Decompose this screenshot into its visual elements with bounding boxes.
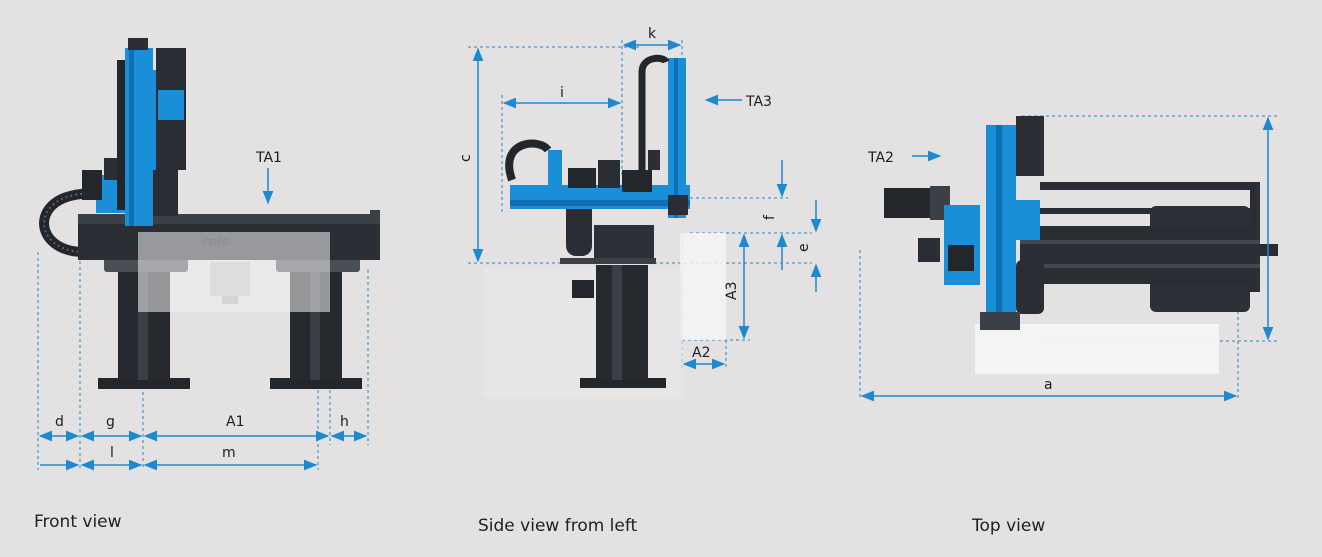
side-beam-section <box>594 225 654 263</box>
top-main-beam <box>1020 226 1260 284</box>
top-frame-rail <box>1040 182 1260 190</box>
dim-i-label: i <box>560 85 564 101</box>
dim-a1-label: A1 <box>226 414 244 430</box>
top-travel-envelope <box>975 324 1219 374</box>
front-gripper <box>210 262 250 296</box>
front-view-caption: Front view <box>34 512 122 532</box>
side-base-plate <box>580 378 666 388</box>
dim-h-label: h <box>340 414 349 430</box>
dim-l-label: l <box>110 445 114 461</box>
reis-logo: reis <box>202 235 230 250</box>
front-view-drawing: reis TA1 d g A1 h l m <box>37 38 380 471</box>
dim-a2-label: A2 <box>692 345 710 361</box>
side-reach-envelope <box>680 233 726 340</box>
dim-m-label: m <box>222 445 236 461</box>
dim-d-label: d <box>55 414 64 430</box>
ta3-label: TA3 <box>745 94 772 110</box>
dim-g-label: g <box>106 414 115 430</box>
dim-f-label: f <box>762 214 778 220</box>
top-gripper-block <box>884 188 932 218</box>
side-view-caption: Side view from left <box>478 516 638 536</box>
front-right-base-plate <box>270 378 362 389</box>
dim-k-label: k <box>648 26 657 42</box>
front-left-base-plate <box>98 378 190 389</box>
top-view-drawing: TA2 a <box>859 115 1280 402</box>
side-view-drawing: TA3 k i c f e A3 A2 <box>458 26 822 398</box>
dim-c-label: c <box>458 154 474 162</box>
dim-a-label: a <box>1044 377 1053 393</box>
dim-e-label: e <box>796 243 812 252</box>
top-view-caption: Top view <box>972 516 1046 536</box>
ta1-label: TA1 <box>255 150 282 166</box>
ta2-label: TA2 <box>867 150 894 166</box>
dim-a3-label: A3 <box>724 282 740 300</box>
